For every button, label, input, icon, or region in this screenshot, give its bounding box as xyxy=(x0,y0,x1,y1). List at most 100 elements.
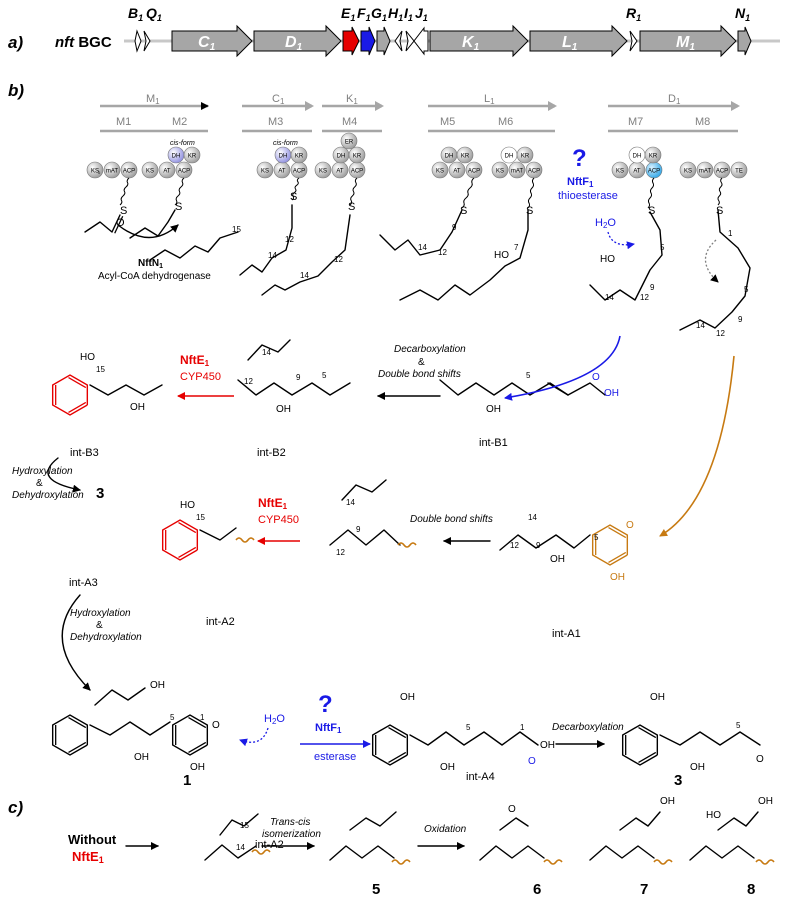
arrow-thioester-to-b1 xyxy=(504,335,621,401)
compound-label-int-b1: int-B1 xyxy=(479,437,508,449)
gene-label-q1: Q1 xyxy=(146,5,162,23)
locant-14-int-b2: 14 xyxy=(262,348,271,357)
chain-m5 xyxy=(379,209,463,256)
at-m3-domain-label: AT xyxy=(278,168,286,174)
chain-c-int-a2 xyxy=(204,844,257,861)
gene-arrow-g1 xyxy=(376,26,391,56)
atom-s-m7: S xyxy=(648,205,655,217)
nftn1-curved-arrow xyxy=(117,224,179,239)
locant-1-cpd-1: 1 xyxy=(200,713,205,722)
ring-int-a4-db3 xyxy=(388,727,407,739)
ks-m6-domain-label: KS xyxy=(496,168,504,174)
kr-m5-domain-label: KR xyxy=(461,153,470,159)
atom-oh-int-b2: OH xyxy=(276,404,291,415)
wavy-cpd-6 xyxy=(543,859,563,865)
ring-cpd-3-db1 xyxy=(638,751,657,763)
lactonization-arrow xyxy=(704,239,719,283)
module-label-m7: M7 xyxy=(628,116,643,128)
double-bond-shifts-label: Double bond shifts xyxy=(378,369,461,380)
gene-arrow-e1 xyxy=(342,26,360,56)
gene-label-f1: F1 xyxy=(357,5,371,23)
compound-label-int-a3: int-A3 xyxy=(69,577,98,589)
wavy-cpd-8 xyxy=(755,859,775,865)
arrow-a3-to-1 xyxy=(61,594,91,691)
atom-oh-cpd-3: OH xyxy=(690,762,705,773)
pyrone-cpd-1-db3 xyxy=(188,717,207,729)
chain-m7 xyxy=(589,211,663,301)
esterase-label: esterase xyxy=(314,751,356,763)
tether-m7 xyxy=(647,177,655,209)
panel-b: b) M1 C1 K1 L1 D1 M1 M2 M3 M4 xyxy=(8,81,775,865)
mat-m6-domain-label: mAT xyxy=(511,168,524,174)
chain-m2b xyxy=(149,231,239,261)
chain-int-a2-top xyxy=(341,479,387,501)
ring-cpd-3 xyxy=(621,724,659,766)
gene-arrow-c1 xyxy=(171,24,253,58)
module-label-m2: M2 xyxy=(172,116,187,128)
locant-9-m5: 9 xyxy=(452,223,457,232)
atom-o-m1: O xyxy=(116,217,125,229)
atom-o-int-a1: O xyxy=(626,520,634,531)
compound-label-int-a1: int-A1 xyxy=(552,628,581,640)
ring-int-a4-db1 xyxy=(388,751,407,763)
at-m2-domain xyxy=(158,161,176,179)
nfte1-label-a: NftE1 xyxy=(258,496,288,511)
ampersand-label-a: & xyxy=(96,620,103,631)
atom-s-m5: S xyxy=(460,205,467,217)
atom-oh-cpd-1: OH xyxy=(134,752,149,763)
acp-m7-domain-label: ACP xyxy=(648,168,660,174)
locant-15-int-b3: 15 xyxy=(96,365,105,374)
chain-int-a3 xyxy=(199,527,237,541)
ring-cpd-1-db3 xyxy=(68,717,87,729)
kr-m3-domain xyxy=(290,146,308,164)
gene-label-j1: J1 xyxy=(415,5,428,23)
tether-m1 xyxy=(119,177,130,206)
locant-1-m8: 1 xyxy=(728,229,733,238)
module-label-m5: M5 xyxy=(440,116,455,128)
kr-m4-domain-label: KR xyxy=(353,153,362,159)
locant-12-int-b2: 12 xyxy=(244,377,253,386)
gene-label-m1: M1 xyxy=(676,34,695,53)
atom-oh-pyrone-cpd-1: OH xyxy=(190,762,205,773)
kr-m2-domain-label: KR xyxy=(188,153,197,159)
dh-m5-domain-label: DH xyxy=(445,153,454,159)
pyrone-cpd-1-db1 xyxy=(188,741,207,753)
tether-m4 xyxy=(349,177,358,206)
chain-cpd-5 xyxy=(329,845,395,861)
at-m5-domain xyxy=(448,161,466,179)
locant-5-cpd-3: 5 xyxy=(736,721,741,730)
er-m4-domain-label: ER xyxy=(345,139,354,145)
chain-cpd-7 xyxy=(589,845,655,861)
locant-5-int-a1: 5 xyxy=(594,533,599,542)
ampersand-label-b: & xyxy=(36,478,43,489)
atom-oh-cpd-7: OH xyxy=(660,796,675,807)
gene-label-r1: R1 xyxy=(626,5,641,23)
chain-int-a4 xyxy=(409,731,539,746)
acp-m3-domain-label: ACP xyxy=(293,168,305,174)
atom-oh-int-a4: OH xyxy=(440,762,455,773)
acp-m8-domain-label: ACP xyxy=(716,168,728,174)
tether-m5 xyxy=(461,177,475,209)
atom-o-int-b1: O xyxy=(592,372,600,383)
at-m7-domain-label: AT xyxy=(633,168,641,174)
locant-15-int-a3: 15 xyxy=(196,513,205,522)
ks-m2-domain xyxy=(141,161,159,179)
module-label-m8: M8 xyxy=(695,116,710,128)
atom-oh-int-b1: OH xyxy=(486,404,501,415)
gene-label-b1: B1 xyxy=(128,5,143,23)
chain-cpd-6 xyxy=(479,845,545,861)
hydroxylation-label-a: Hydroxylation xyxy=(70,608,131,619)
chain-int-a1 xyxy=(499,534,591,551)
protein-label-l1: L1 xyxy=(484,93,495,106)
mat-m8-domain-label: mAT xyxy=(699,168,712,174)
question-mark-esterase: ? xyxy=(318,691,333,718)
atom-oh-acid-int-b1: OH xyxy=(604,388,619,399)
ring-int-a3-db3 xyxy=(178,522,197,534)
gene-arrow-b1 xyxy=(134,29,142,53)
chain-int-b2 xyxy=(237,379,351,396)
atom-ho-cpd-8: HO xyxy=(706,810,721,821)
atom-s-m6: S xyxy=(526,205,533,217)
te-m8-domain xyxy=(730,161,748,179)
